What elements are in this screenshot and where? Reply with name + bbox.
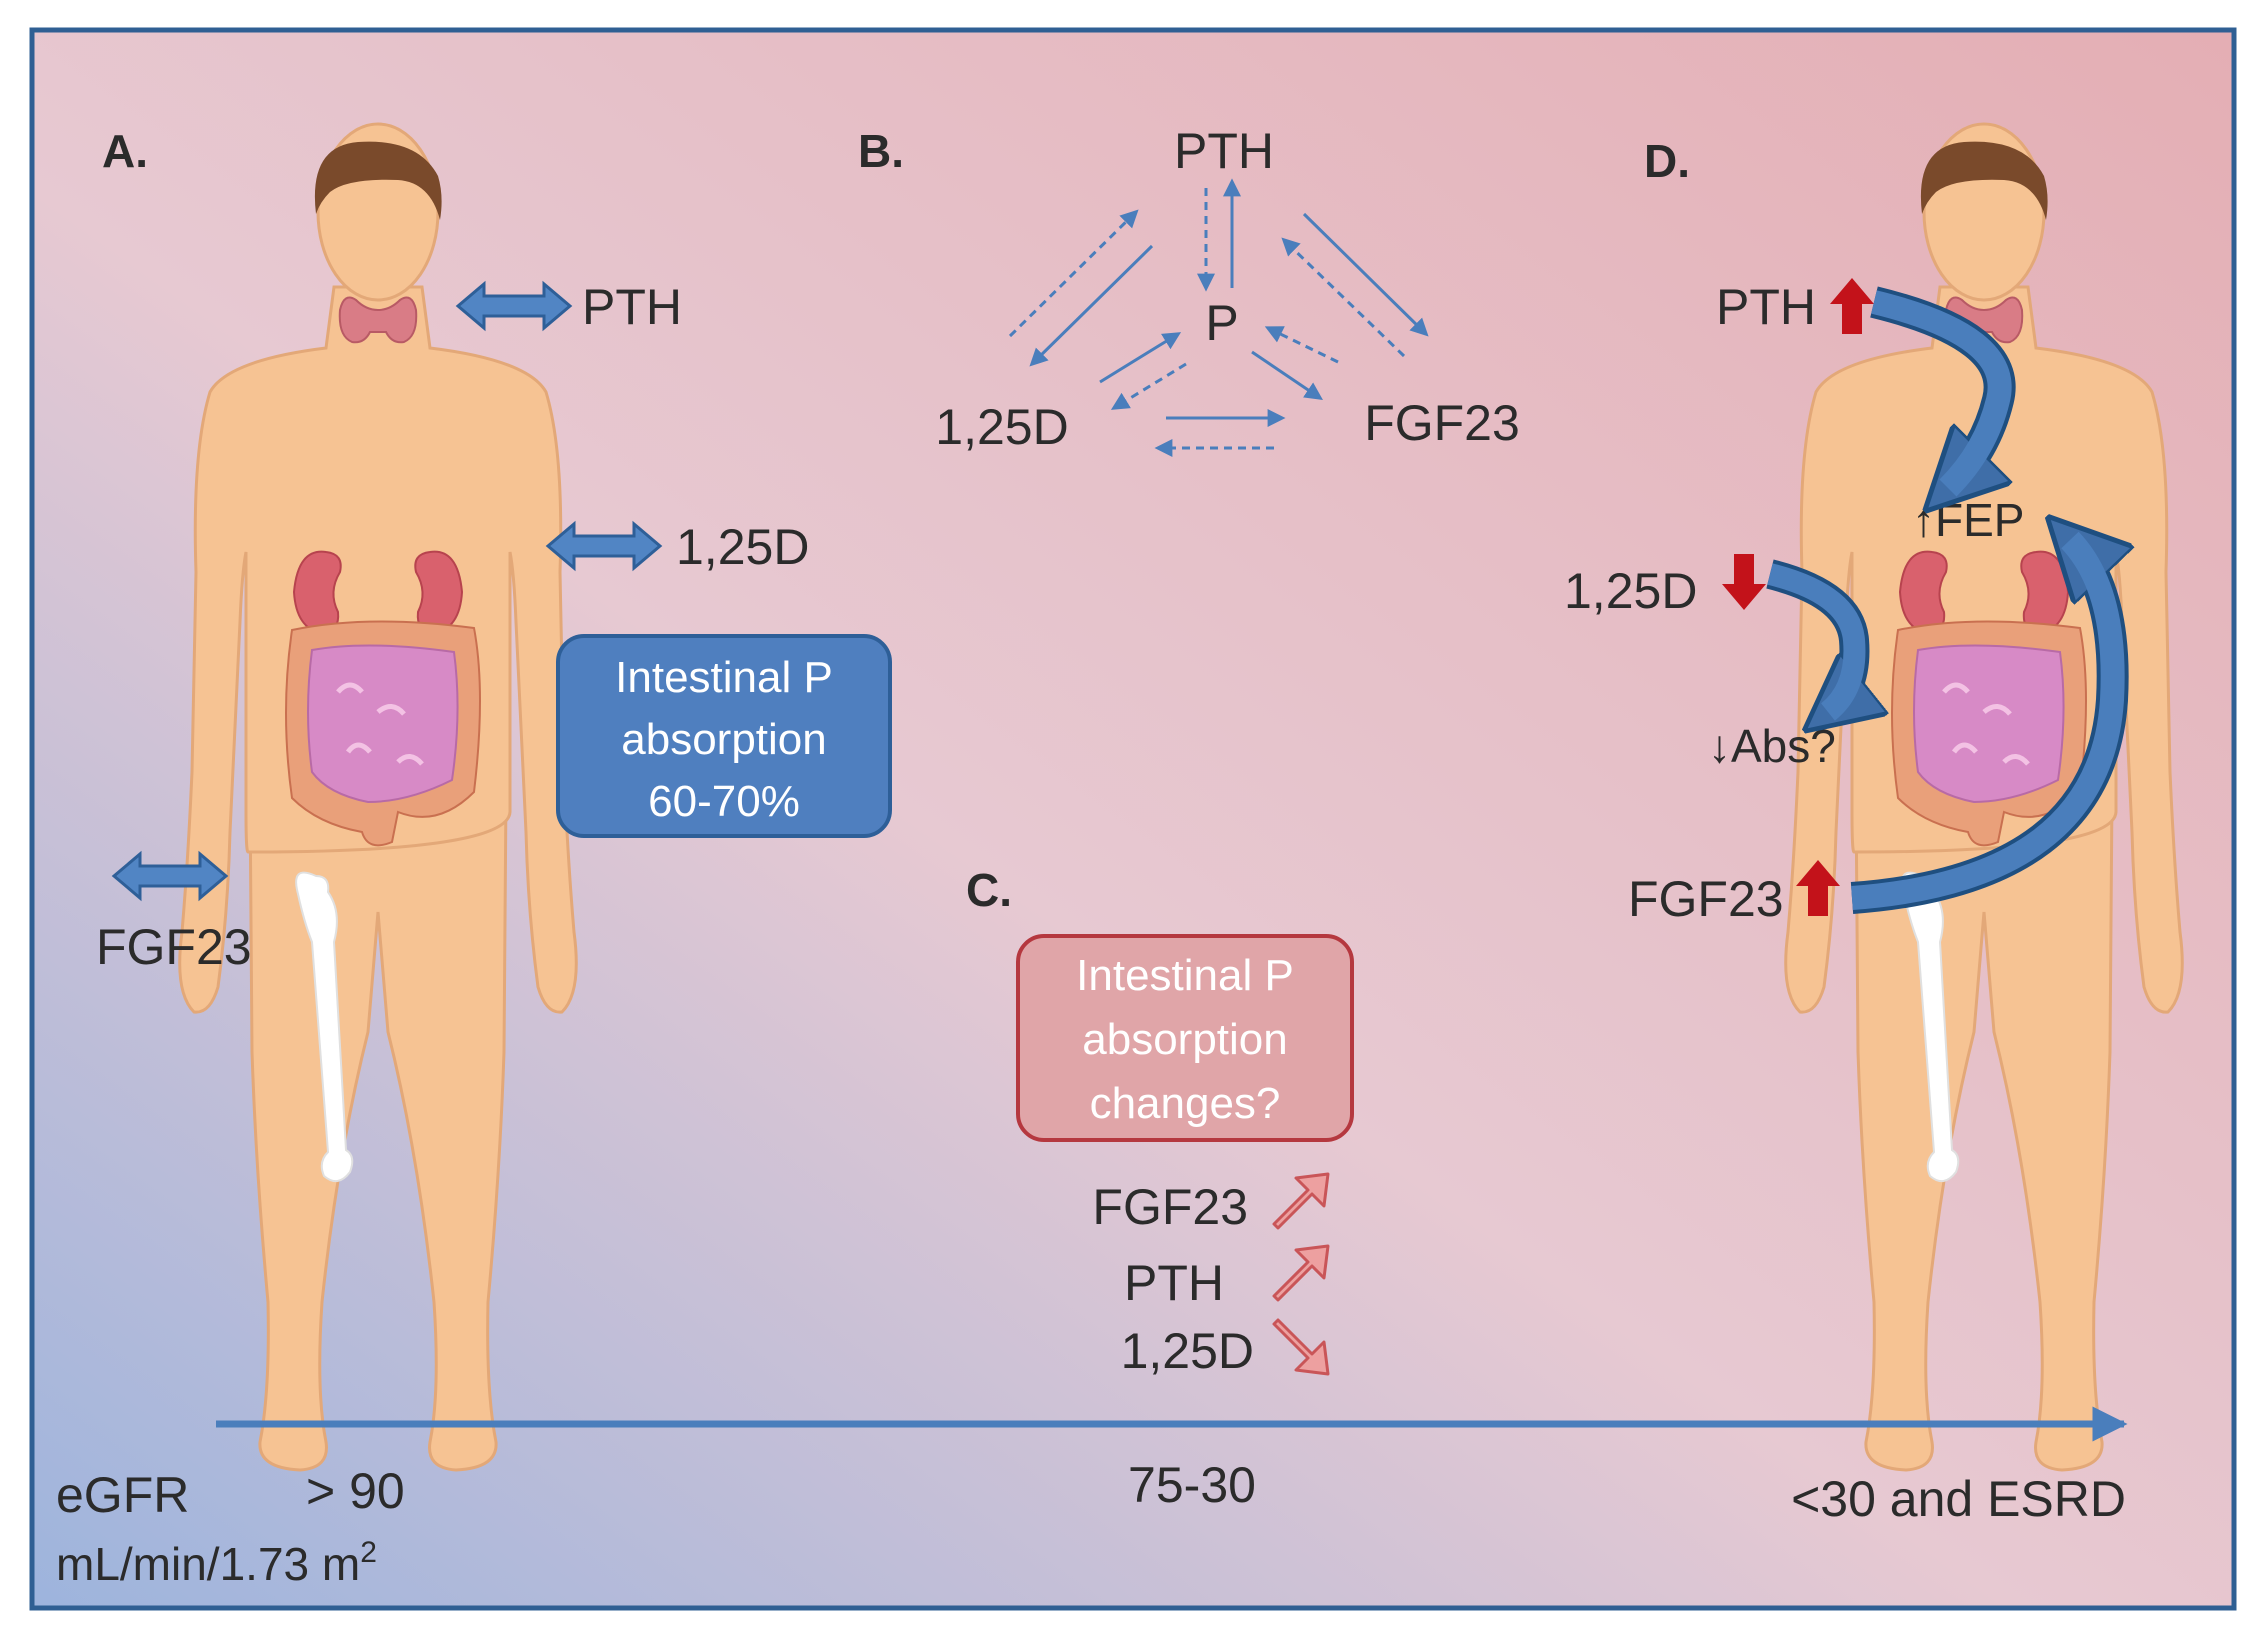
panel-c-125d: 1,25D [1121, 1323, 1254, 1379]
arrow-pth-to-125d [1029, 244, 1154, 367]
egfr-stage-2: 75-30 [1128, 1457, 1256, 1513]
panel-c: C. Intestinal P absorption changes? FGF2… [966, 864, 1354, 1379]
panel-b-fgf23: FGF23 [1364, 395, 1520, 451]
body-figure-a [178, 122, 578, 1472]
body-figure-d [1784, 122, 2184, 1472]
panel-a-box-line-3: 60-70% [648, 777, 800, 826]
egfr-unit-superscript: 2 [360, 1536, 377, 1569]
panel-b-125d: 1,25D [935, 399, 1068, 455]
arrow-125d-to-p [1099, 332, 1182, 384]
panel-d-125d: 1,25D [1564, 563, 1697, 619]
panel-b-pth: PTH [1174, 123, 1274, 179]
panel-b-feedback-arrows [1008, 178, 1429, 457]
panel-a-absorption-box [556, 634, 892, 838]
panel-d-pth: PTH [1716, 279, 1816, 335]
arrow-pth-to-fgf23 [1302, 212, 1429, 337]
arrow-p-to-125d [1110, 362, 1187, 410]
panel-b: B. PTH P 1,25D FGF23 [858, 123, 1520, 457]
panel-d-fep: ↑FEP [1912, 494, 2024, 546]
panel-c-box-line-3: changes? [1090, 1079, 1281, 1128]
panel-a: A. PTH 1,25D FGF23 Intestinal P absorpti… [96, 122, 892, 1472]
egfr-unit: mL/min/1.73 m2 [56, 1536, 377, 1590]
panel-a-box-line-1: Intestinal P [615, 653, 833, 702]
panel-c-box-line-1: Intestinal P [1076, 951, 1294, 1000]
panel-c-pth: PTH [1124, 1255, 1224, 1311]
panel-a-fgf23: FGF23 [96, 919, 252, 975]
panel-b-label: B. [858, 125, 904, 177]
panel-a-125d: 1,25D [676, 519, 809, 575]
egfr-stage-1: > 90 [306, 1463, 405, 1519]
panel-b-p: P [1205, 295, 1238, 351]
egfr-stage-3: <30 and ESRD [1791, 1471, 2126, 1527]
panel-c-label: C. [966, 864, 1012, 916]
hair [314, 141, 442, 220]
panel-d-abs: ↓Abs? [1708, 720, 1836, 772]
panel-a-box-line-2: absorption [621, 715, 826, 764]
panel-a-label: A. [102, 125, 148, 177]
panel-d-label: D. [1644, 135, 1690, 187]
arrow-p-to-fgf23 [1251, 350, 1323, 401]
egfr-label: eGFR [56, 1467, 189, 1523]
hair [1920, 141, 2048, 220]
panel-c-absorption-box [1016, 934, 1354, 1142]
panel-a-pth: PTH [582, 279, 682, 335]
panel-c-box-line-2: absorption [1082, 1015, 1287, 1064]
arrow-125d-to-pth [1008, 209, 1139, 338]
panel-c-fgf23: FGF23 [1092, 1179, 1248, 1235]
panel-d-fgf23: FGF23 [1628, 871, 1784, 927]
egfr-axis: eGFR mL/min/1.73 m2 > 90 75-30 <30 and E… [56, 1406, 2128, 1590]
panel-d-pathway-arrows [1766, 286, 2113, 914]
panel-d: D. PTH 1,25D FGF23 ↑FEP ↓Abs? [1564, 122, 2184, 1472]
